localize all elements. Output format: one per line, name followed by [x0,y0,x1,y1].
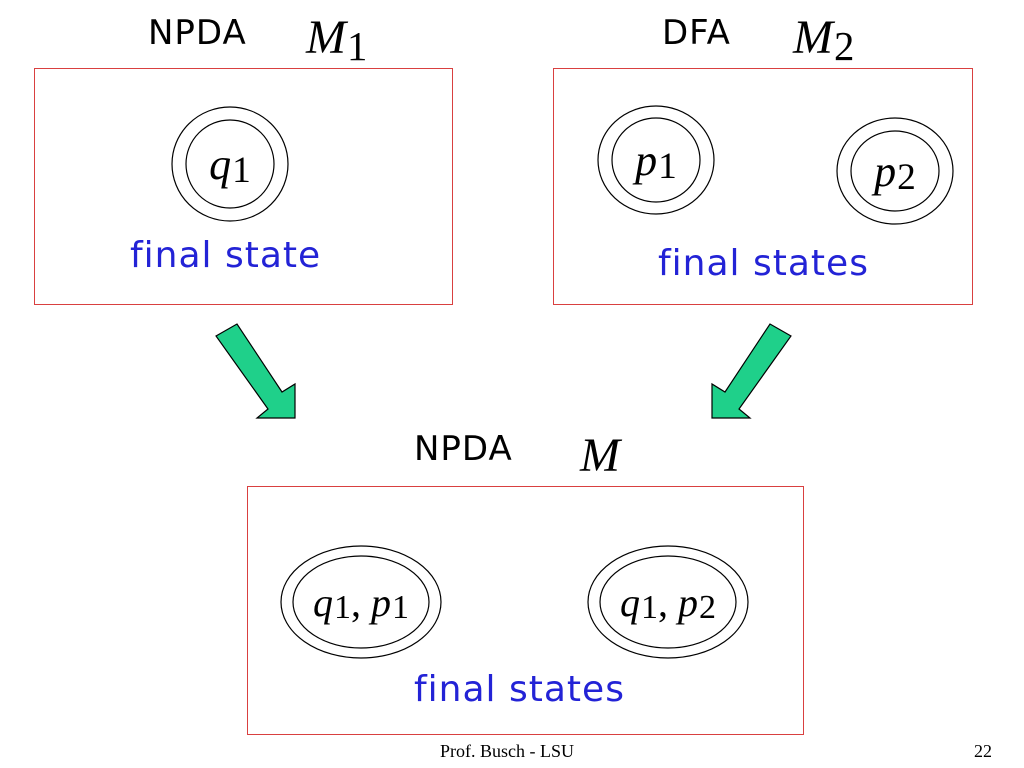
npda-m-caption: final states [414,669,625,710]
state-p1-double-circle [597,105,715,215]
npda-m1-caption: final state [130,235,322,276]
arrow-right-down-left [711,323,792,419]
state-q1-p1-double-ellipse [280,545,442,659]
dfa-m2-name: M2 [793,11,855,70]
npda-m1-name: M1 [306,11,368,70]
state-q1-p2-double-ellipse [587,545,749,659]
npda-m1-box [34,68,453,305]
arrow-left-down-right [215,323,296,419]
page-number: 22 [974,741,992,761]
npda-m-box [247,486,804,735]
npda-m1-type-label: NPDA [148,13,247,53]
dfa-m2-box [553,68,973,305]
footer-author: Prof. Busch - LSU [440,741,574,761]
dfa-m2-type-label: DFA [662,13,731,53]
npda-m-type-label: NPDA [414,429,513,469]
npda-m-name: M [580,429,620,482]
state-p2-double-circle [836,117,954,225]
state-q1-double-circle [171,106,289,222]
dfa-m2-caption: final states [658,243,869,284]
